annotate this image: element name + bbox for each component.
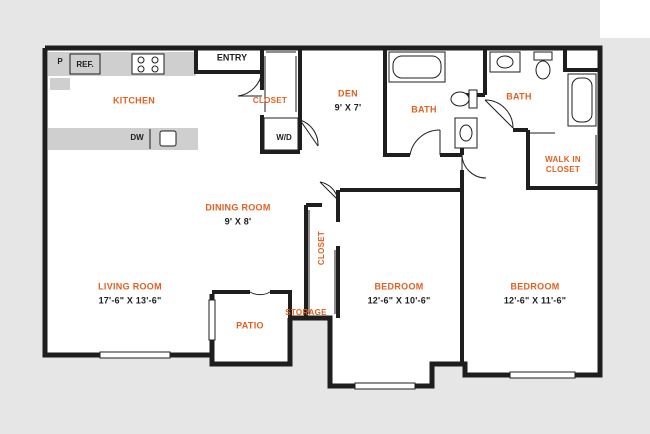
living-room-label-group: LIVING ROOM 17'-6" X 13'-6": [98, 275, 162, 306]
bedroom-1-name: BEDROOM: [374, 281, 424, 292]
entry-label: ENTRY: [216, 52, 248, 63]
storage-label: STORAGE: [285, 308, 327, 317]
pantry-label: P: [57, 57, 63, 66]
interior-walls: [194, 48, 600, 362]
kitchen-sink: [159, 130, 177, 147]
bedroom-2-name: BEDROOM: [510, 281, 560, 292]
den-dimensions: 9' X 7': [334, 102, 362, 113]
dining-room-dimensions: 9' X 8': [224, 216, 252, 227]
vanity-sink-2: [489, 51, 521, 73]
kitchen-label: KITCHEN: [112, 95, 156, 106]
bath-1-label: BATH: [411, 104, 437, 115]
washer-dryer-closet: [263, 117, 299, 151]
bathtub-2: [567, 73, 597, 127]
bedroom-2-label-group: BEDROOM 12'-6" X 11'-6": [504, 275, 566, 306]
refrigerator-label: REF.: [76, 60, 94, 69]
refrigerator-outline: [69, 53, 101, 75]
washer-dryer-label: W/D: [276, 133, 292, 142]
hall-closet-label: CLOSET: [317, 230, 326, 266]
walk-in-closet-label: WALK IN CLOSET: [545, 155, 581, 174]
dishwasher-label: DW: [130, 133, 144, 142]
patio-label: PATIO: [236, 320, 264, 331]
stove: [131, 53, 165, 75]
den-name: DEN: [338, 88, 358, 99]
toilet-2: [533, 51, 553, 80]
living-room-name: LIVING ROOM: [98, 281, 162, 292]
door-swings: [237, 51, 597, 314]
bedroom-1-dimensions: 12'-6" X 10'-6": [367, 295, 431, 306]
dining-room-label-group: DINING ROOM 9' X 8': [205, 196, 270, 227]
bedroom-1-label-group: BEDROOM 12'-6" X 10'-6": [368, 275, 431, 306]
entry-closet-label: CLOSET: [252, 96, 288, 105]
vanity-sink-1: [454, 117, 478, 149]
bath-2-label: BATH: [506, 91, 532, 102]
dining-room-name: DINING ROOM: [205, 202, 271, 213]
den-label-group: DEN 9' X 7': [335, 82, 362, 113]
bedroom-2-dimensions: 12'-6" X 11'-6": [503, 295, 567, 306]
living-room-dimensions: 17'-6" X 13'-6": [98, 295, 162, 306]
windows: [99, 299, 576, 390]
bathtub-1: [388, 51, 446, 83]
toilet-1: [450, 89, 478, 109]
